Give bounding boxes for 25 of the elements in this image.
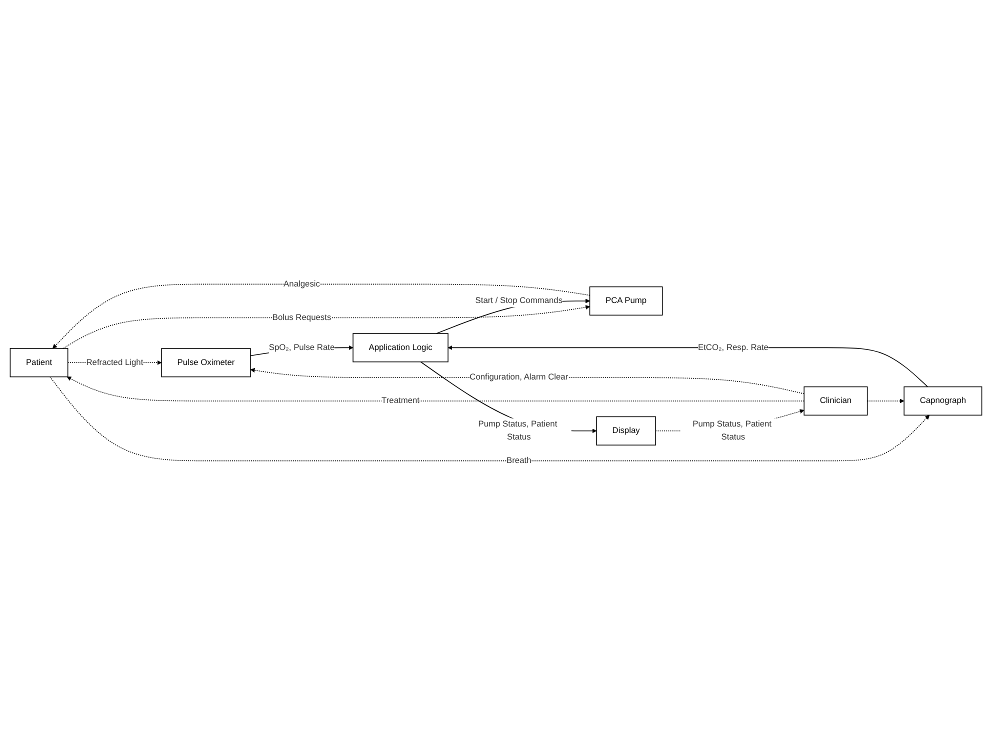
node-box: Application Logic <box>352 333 448 362</box>
arrow <box>250 368 804 394</box>
arrow <box>448 345 928 388</box>
edge-label: Pump Status, Patient Status <box>478 420 558 442</box>
edge-label: Breath <box>506 456 532 466</box>
edge-label: Treatment <box>382 396 420 406</box>
edge-label: Start / Stop Commands <box>475 296 563 306</box>
edge-label: SpO₂, Pulse Rate <box>268 342 335 352</box>
node-box: Display <box>596 416 656 446</box>
arrow <box>50 376 930 462</box>
arrow <box>420 361 597 434</box>
arrow <box>66 376 804 402</box>
node-box: Clinician <box>804 386 868 416</box>
edge-label: Analgesic <box>284 279 320 288</box>
edge-label: Bolus Requests <box>272 313 332 322</box>
edge-label: EtCO₂, Resp. Rate <box>698 342 768 352</box>
node-box: Pulse Oximeter <box>161 348 251 378</box>
edge-label: Pump Status, Patient Status <box>692 420 772 442</box>
node-box: PCA Pump <box>589 286 663 316</box>
node-box: Patient <box>10 348 68 378</box>
edge-label: Configuration, Alarm Clear <box>470 372 568 382</box>
arrow <box>866 398 904 404</box>
edge-label: Refracted Light <box>86 358 144 367</box>
node-box: Capnograph <box>904 386 982 416</box>
arrow <box>62 305 590 349</box>
